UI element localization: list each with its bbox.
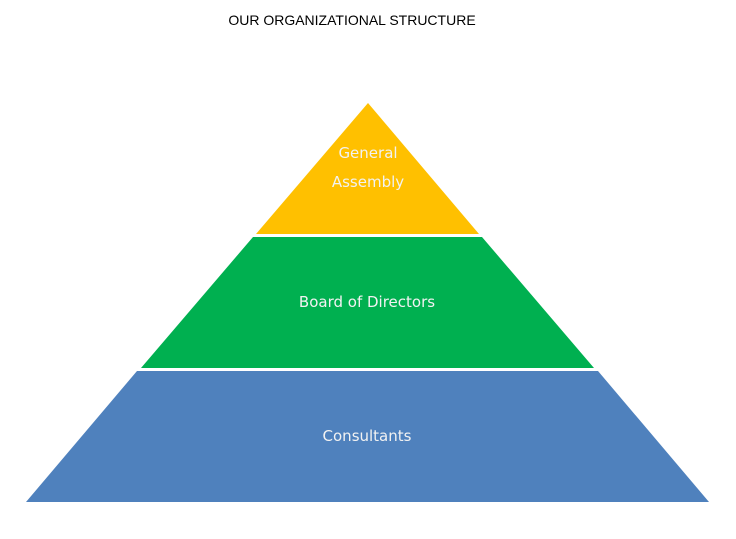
diagram-title: OUR ORGANIZATIONAL STRUCTURE xyxy=(228,12,476,28)
tier-general-assembly xyxy=(256,103,479,234)
tier-label-assembly: Assembly xyxy=(332,173,404,191)
tier-board-of-directors xyxy=(141,237,594,368)
tier-label-general: General xyxy=(338,144,397,162)
tier-label-board: Board of Directors xyxy=(299,293,435,311)
tier-label-consultants: Consultants xyxy=(323,427,412,445)
tier-consultants xyxy=(26,371,709,502)
